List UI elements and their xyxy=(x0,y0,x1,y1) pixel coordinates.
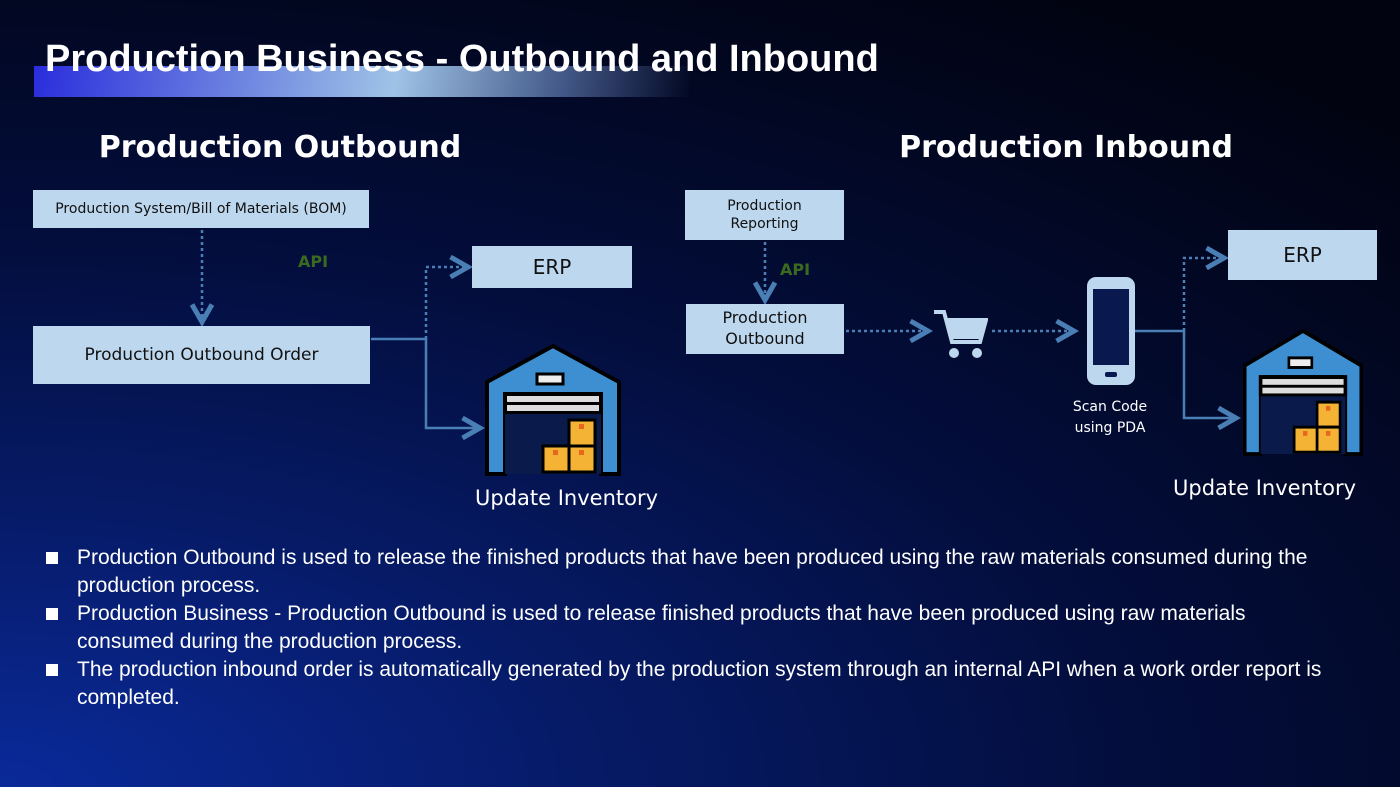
bullet-item: The production inbound order is automati… xyxy=(46,656,1346,712)
update-inventory-label: Update Inventory xyxy=(475,486,659,510)
outbound-heading: Production Outbound xyxy=(98,130,462,165)
production-outbound-box: Production Outbound xyxy=(686,304,844,354)
erp-box: ERP xyxy=(1228,230,1377,280)
outbound-order-box: Production Outbound Order xyxy=(33,326,370,384)
page-title: Production Business - Outbound and Inbou… xyxy=(45,38,879,80)
update-inventory-label: Update Inventory xyxy=(1173,476,1357,500)
inbound-heading: Production Inbound xyxy=(899,130,1233,165)
title-accent-bar xyxy=(34,66,690,97)
connector xyxy=(371,337,480,428)
connector xyxy=(1182,258,1224,331)
erp-box: ERP xyxy=(472,246,632,288)
api-label: API xyxy=(298,252,329,271)
bom-system-box: Production System/Bill of Materials (BOM… xyxy=(33,190,369,228)
bullet-item: Production Outbound is used to release t… xyxy=(46,544,1346,600)
connector xyxy=(424,267,468,339)
pda-phone-icon xyxy=(1087,277,1135,385)
bullet-list: Production Outbound is used to release t… xyxy=(46,544,1346,712)
scan-code-label: Scan Code using PDA xyxy=(1072,399,1148,436)
production-reporting-box: Production Reporting xyxy=(685,190,844,240)
warehouse-icon xyxy=(485,344,621,476)
warehouse-icon xyxy=(1243,329,1363,456)
bullet-item: Production Business - Production Outboun… xyxy=(46,600,1346,656)
shopping-cart-icon xyxy=(934,310,988,358)
api-label: API xyxy=(780,260,811,279)
connector xyxy=(1134,329,1236,418)
